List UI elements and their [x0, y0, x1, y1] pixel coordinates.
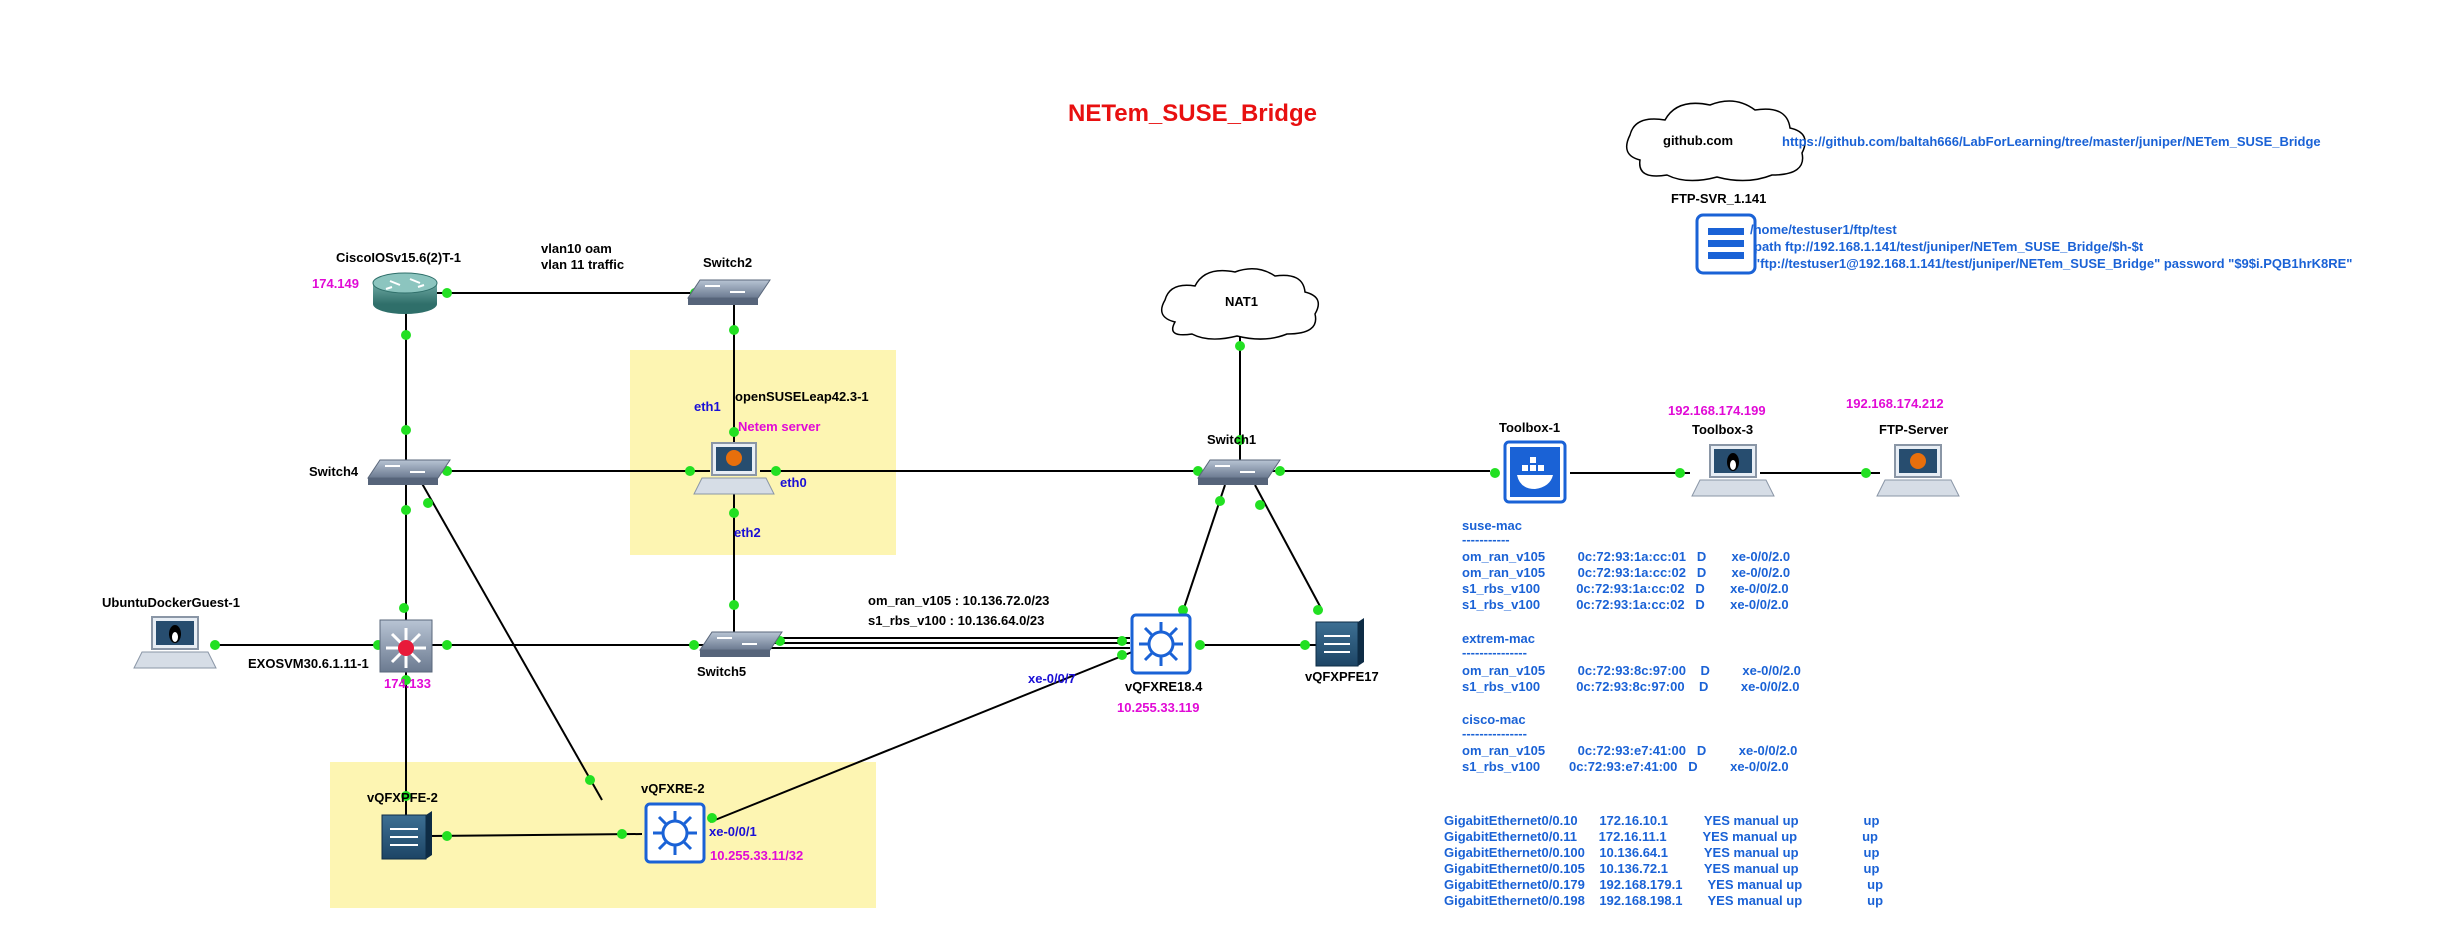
toolbox1-label: Toolbox-1: [1499, 420, 1561, 435]
ftp-path-line1: /home/testuser1/ftp/test: [1750, 222, 1897, 237]
mac-table-row: s1_rbs_v100 0c:72:93:1a:cc:02 D xe-0/0/2…: [1462, 597, 1789, 612]
vqfxpfe17-label: vQFXPFE17: [1305, 669, 1379, 684]
vqfxre18-port-label: xe-0/0/7: [1028, 671, 1076, 686]
interface-row: GigabitEthernet0/0.10 172.16.10.1 YES ma…: [1444, 813, 1880, 828]
opensuse-laptop-icon[interactable]: [693, 442, 775, 495]
vqfxpfe2-label: vQFXPFE-2: [367, 790, 438, 805]
mac-table-row: om_ran_v105 0c:72:93:e7:41:00 D xe-0/0/2…: [1462, 743, 1798, 758]
vqfxre18-ip-label: 10.255.33.119: [1117, 700, 1200, 715]
interface-row: GigabitEthernet0/0.100 10.136.64.1 YES m…: [1444, 845, 1880, 860]
vqfxpfe17-icon[interactable]: [1315, 618, 1364, 667]
vqfxre2-label: vQFXRE-2: [641, 781, 705, 796]
route-line1: om_ran_v105 : 10.136.72.0/23: [868, 593, 1050, 608]
mac-table-header: suse-mac: [1462, 518, 1522, 533]
ubuntu-laptop-icon[interactable]: [133, 616, 217, 669]
router-icon[interactable]: [372, 272, 438, 314]
toolbox3-label: Toolbox-3: [1692, 422, 1754, 437]
exos-label: EXOSVM30.6.1.11-1: [248, 656, 369, 671]
interface-row: GigabitEthernet0/0.11 172.16.11.1 YES ma…: [1444, 829, 1878, 844]
opensuse-node-label: openSUSELeap42.3-1: [735, 389, 869, 404]
mac-table-row: om_ran_v105 0c:72:93:8c:97:00 D xe-0/0/2…: [1462, 663, 1801, 678]
interface-row: GigabitEthernet0/0.198 192.168.198.1 YES…: [1444, 893, 1884, 908]
exos-switch-icon[interactable]: [379, 619, 433, 673]
link-switch4-vqfxre2[interactable]: [419, 479, 603, 801]
mac-table-row: om_ran_v105 0c:72:93:1a:cc:02 D xe-0/0/2…: [1462, 565, 1791, 580]
vqfxpfe2-icon[interactable]: [381, 811, 432, 860]
link-switch1-vqfxpfe17[interactable]: [1254, 484, 1323, 611]
nat-cloud-icon[interactable]: [1160, 268, 1320, 340]
mac-table-row: s1_rbs_v100 0c:72:93:e7:41:00 D xe-0/0/2…: [1462, 759, 1789, 774]
ftpserver-label: FTP-Server: [1879, 422, 1949, 437]
mac-table-header: cisco-mac: [1462, 712, 1526, 727]
link-vqfxpfe2-vqfxre2[interactable]: [429, 833, 643, 837]
mac-table-sep: -----------: [1462, 532, 1510, 547]
github-url-link[interactable]: https://github.com/baltah666/LabForLearn…: [1782, 134, 2321, 149]
switch2-label: Switch2: [703, 255, 753, 270]
switch1-label: Switch1: [1207, 432, 1257, 447]
mac-table-row: s1_rbs_v100 0c:72:93:1a:cc:02 D xe-0/0/2…: [1462, 581, 1789, 596]
mac-table-sep: ---------------: [1462, 645, 1527, 660]
link-switch1-vqfxre18[interactable]: [1179, 484, 1226, 621]
exos-ip-label: 174.133: [384, 676, 431, 691]
interface-row: GigabitEthernet0/0.179 192.168.179.1 YES…: [1444, 877, 1884, 892]
switch2-icon[interactable]: [687, 279, 771, 305]
ftpserver-ip-label: 192.168.174.212: [1846, 396, 1944, 411]
ftp-svr-label: FTP-SVR_1.141: [1671, 191, 1767, 206]
ftp-server-laptop-icon[interactable]: [1876, 444, 1960, 497]
vqfxre2-ip-label: 10.255.33.11/32: [710, 848, 804, 863]
cisco-node-label: CiscoIOSv15.6(2)T-1: [336, 250, 461, 265]
highlight-zone-suse: [630, 350, 896, 555]
github-label: github.com: [1663, 133, 1734, 148]
github-cloud-icon[interactable]: [1625, 100, 1806, 182]
route-line2: s1_rbs_v100 : 10.136.64.0/23: [868, 613, 1045, 628]
eth2-label: eth2: [734, 525, 761, 540]
vqfxre2-icon[interactable]: [644, 802, 706, 864]
eth0-label: eth0: [780, 475, 807, 490]
ftp-path-line2: path ftp://192.168.1.141/test/juniper/NE…: [1754, 239, 2144, 254]
switch5-icon[interactable]: [699, 631, 783, 657]
ftp-path-line3: "ftp://testuser1@192.168.1.141/test/juni…: [1754, 256, 2353, 271]
cisco-ip-label: 174.149: [312, 276, 359, 291]
vqfxre18-label: vQFXRE18.4: [1125, 679, 1203, 694]
vlan-note-line2: vlan 11 traffic: [541, 257, 625, 272]
switch5-label: Switch5: [697, 664, 747, 679]
ubuntu-label: UbuntuDockerGuest-1: [102, 595, 240, 610]
switch4-label: Switch4: [309, 464, 359, 479]
mac-table-row: s1_rbs_v100 0c:72:93:8c:97:00 D xe-0/0/2…: [1462, 679, 1800, 694]
netem-role-label: Netem server: [738, 419, 821, 434]
vlan-note-line1: vlan10 oam: [541, 241, 612, 256]
mac-table-sep: ---------------: [1462, 726, 1527, 741]
page-title: NETem_SUSE_Bridge: [1068, 100, 1317, 127]
interface-row: GigabitEthernet0/0.105 10.136.72.1 YES m…: [1444, 861, 1880, 876]
nat1-label: NAT1: [1225, 294, 1258, 309]
vqfxre2-port-label: xe-0/0/1: [709, 824, 757, 839]
docker-icon[interactable]: [1503, 440, 1567, 504]
mac-table-row: om_ran_v105 0c:72:93:1a:cc:01 D xe-0/0/2…: [1462, 549, 1791, 564]
eth1-label: eth1: [694, 399, 721, 414]
mac-table-header: extrem-mac: [1462, 631, 1535, 646]
link-vqfxre2-vqfxre18[interactable]: [709, 651, 1133, 823]
switch1-icon[interactable]: [1197, 459, 1281, 485]
toolbox3-ip-label: 192.168.174.199: [1668, 403, 1766, 418]
switch4-icon[interactable]: [367, 459, 451, 485]
vqfxre18-icon[interactable]: [1130, 613, 1192, 675]
server-box-icon[interactable]: [1695, 213, 1757, 275]
linux-laptop-icon[interactable]: [1691, 444, 1775, 497]
link-dots: [210, 288, 1871, 841]
